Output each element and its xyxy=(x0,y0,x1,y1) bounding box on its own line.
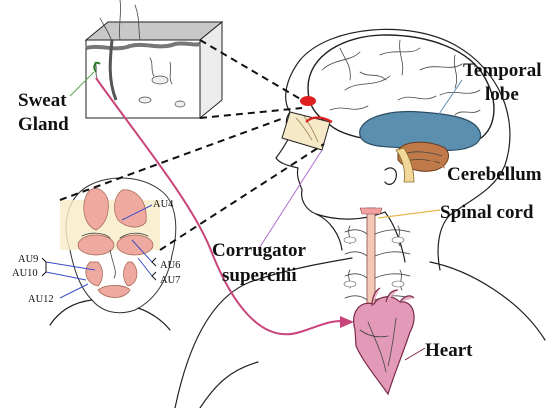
temporal-lobe-label-line1: Temporal xyxy=(463,60,541,81)
forehead-patch xyxy=(282,112,332,150)
au6-label: AU6 xyxy=(160,260,180,271)
cerebellum-label: Cerebellum xyxy=(447,164,542,185)
au12-label: AU12 xyxy=(28,294,54,305)
heart-label: Heart xyxy=(425,340,473,361)
au9-label: AU9 xyxy=(18,254,38,265)
sweat-gland-label-line2: Gland xyxy=(18,114,69,135)
heart xyxy=(354,288,414,394)
au7-label: AU7 xyxy=(160,275,180,286)
au4-label: AU4 xyxy=(153,199,174,210)
au12-leader xyxy=(60,284,88,298)
brain xyxy=(300,35,494,182)
corrugator-label-line2: supercilii xyxy=(222,265,297,286)
corrugator-label-line1: Corrugator xyxy=(212,240,306,261)
spinal-cord-leader xyxy=(378,210,440,218)
frontal-red-marker xyxy=(300,96,316,106)
sweat-gland-label-line1: Sweat xyxy=(18,90,67,111)
au10-label: AU10 xyxy=(12,268,38,279)
corrugator-leader xyxy=(258,150,322,250)
skin-inset xyxy=(86,0,222,118)
temporal-lobe-label-line2: lobe xyxy=(485,84,519,105)
nerve-arrowhead xyxy=(340,316,354,328)
spinal-cord-label: Spinal cord xyxy=(440,202,534,223)
heart-leader xyxy=(405,348,425,360)
